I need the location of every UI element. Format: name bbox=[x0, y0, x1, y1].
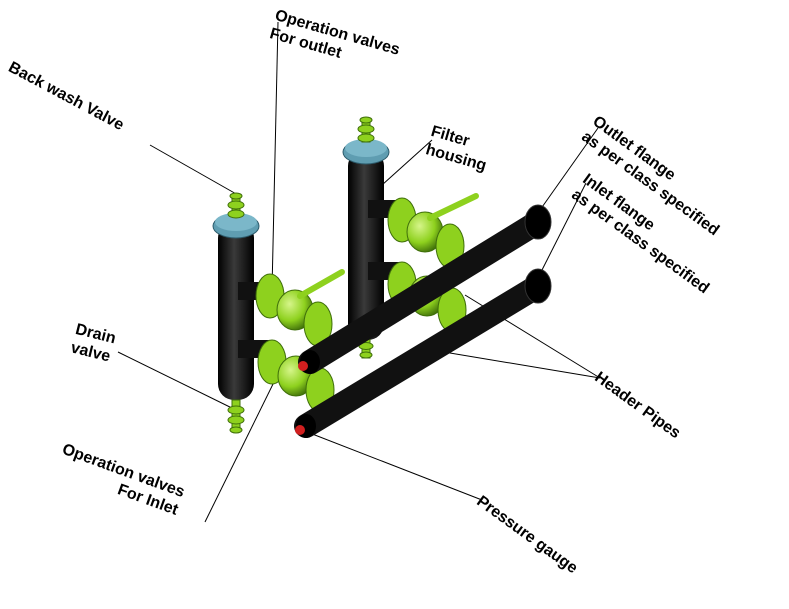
back-wash-valve-ring-2 bbox=[227, 200, 245, 210]
operation-valves bbox=[255, 193, 479, 413]
leader-drain-valve bbox=[117, 351, 241, 413]
left-housing-body bbox=[218, 222, 254, 400]
drain-valve-ring-2 bbox=[227, 415, 245, 425]
right-back-wash-valve-ring-3 bbox=[359, 116, 373, 124]
header-pipes bbox=[294, 204, 552, 438]
leader-lines bbox=[117, 21, 601, 523]
back-wash-valve-ring-1 bbox=[227, 209, 245, 219]
operation-valve-outlet-left bbox=[255, 269, 345, 347]
drain-valve-ring-1 bbox=[227, 405, 245, 415]
leader-operation-inlet bbox=[204, 379, 276, 523]
ov-outlet-left-handle bbox=[297, 269, 345, 299]
leader-inlet-flange bbox=[541, 182, 587, 271]
header-pipe-inlet bbox=[294, 268, 552, 438]
pressure-gauge-outlet bbox=[298, 361, 308, 371]
drain-valve bbox=[227, 399, 245, 434]
right-housing-cap-top bbox=[345, 139, 387, 157]
right-back-wash-valve bbox=[357, 116, 375, 143]
header-pipe-outlet bbox=[298, 204, 552, 374]
ov-outlet-right-handle bbox=[427, 193, 479, 221]
leader-back-wash bbox=[149, 144, 239, 196]
right-back-wash-valve-ring-1 bbox=[357, 133, 375, 143]
right-housing-body bbox=[348, 150, 384, 340]
pressure-gauge-inlet bbox=[295, 425, 305, 435]
right-drain-valve-ring-2 bbox=[359, 351, 373, 359]
back-wash-valve-ring-3 bbox=[229, 192, 243, 200]
drain-valve-ring-3 bbox=[229, 426, 243, 434]
left-housing-cap-top bbox=[215, 213, 257, 231]
leader-operation-outlet bbox=[271, 21, 279, 291]
back-wash-valve bbox=[227, 192, 245, 219]
leader-pressure-gauge bbox=[301, 429, 483, 501]
header-pipe-inlet-shaft bbox=[294, 274, 550, 438]
operation-valve-outlet-right bbox=[387, 193, 479, 269]
right-back-wash-valve-ring-2 bbox=[357, 124, 375, 134]
header-pipe-outlet-end bbox=[524, 204, 552, 240]
drain-valve-stem bbox=[231, 399, 241, 431]
leader-outlet-flange bbox=[539, 127, 599, 211]
leader-filter-housing bbox=[381, 139, 433, 186]
right-drain-valve-ring-1 bbox=[358, 342, 374, 350]
right-drain-valve bbox=[358, 337, 374, 359]
header-pipe-outlet-shaft bbox=[298, 210, 550, 374]
header-pipe-inlet-end bbox=[524, 268, 552, 304]
leader-header-bottom bbox=[431, 349, 601, 379]
